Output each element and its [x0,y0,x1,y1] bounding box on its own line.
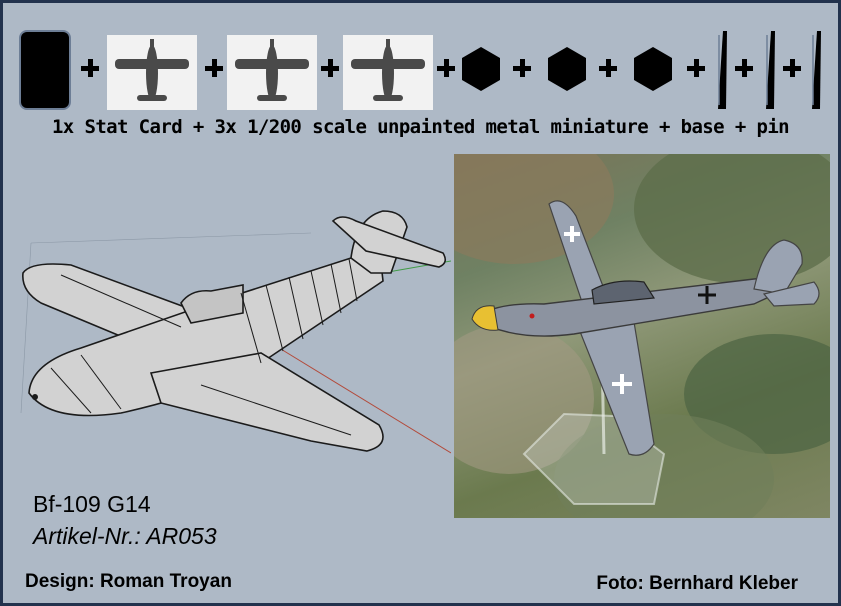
pin-icon [812,31,821,109]
model-name: Bf-109 G14 [33,491,151,517]
miniature-icon [343,35,433,110]
aircraft-3d-render [20,210,451,454]
plus-icon [79,57,101,79]
terrain-patch [554,414,774,518]
hex-base-icon [548,47,586,91]
plus-icon [597,57,619,79]
hex-base-icon [634,47,672,91]
pin-icon [718,31,727,109]
plus-icon [511,57,533,79]
plus-icon [435,57,457,79]
photo-credit: Foto: Bernhard Kleber [596,573,798,594]
miniature-icon [107,35,197,110]
plus-icon [685,57,707,79]
plus-icon [203,57,225,79]
pin-icon [766,31,775,109]
plus-icon [781,57,803,79]
miniature-icon [227,35,317,110]
plus-icon [319,57,341,79]
design-credit: Design: Roman Troyan [25,571,232,592]
article-number: Artikel-Nr.: AR053 [33,523,217,549]
stat-card-icon [19,30,71,110]
painted-miniature-photo [454,154,830,518]
contents-headline: 1x Stat Card + 3x 1/200 scale unpainted … [51,116,790,138]
hex-base-icon [462,47,500,91]
plus-icon [733,57,755,79]
aircraft-photo-drawing [471,200,820,505]
